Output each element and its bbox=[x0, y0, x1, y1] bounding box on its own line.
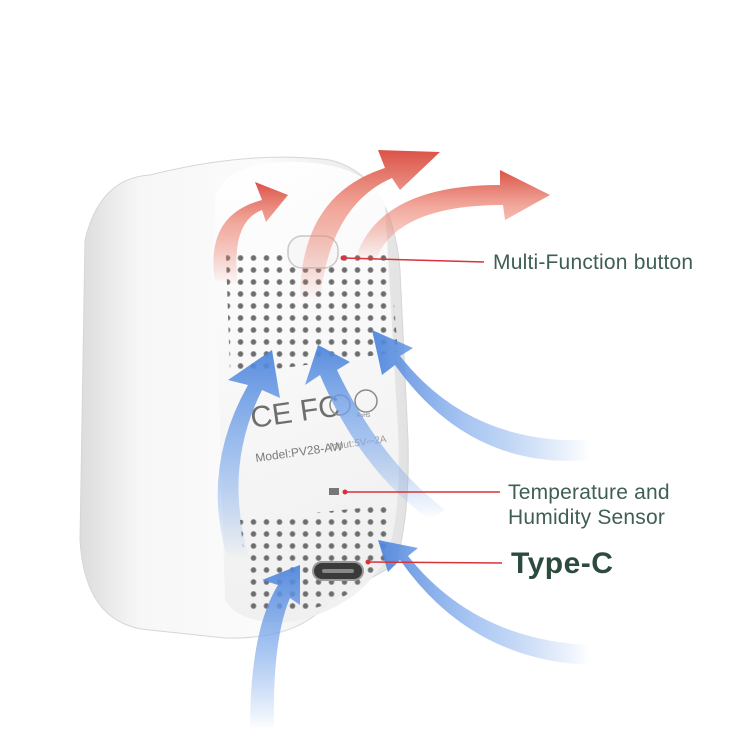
upper-vent-grille bbox=[226, 255, 398, 375]
temperature-humidity-label-line2: Humidity Sensor bbox=[508, 506, 666, 529]
callout-line-button bbox=[342, 257, 485, 263]
cool-arrow-left bbox=[217, 350, 280, 560]
cool-arrow-center bbox=[305, 345, 445, 520]
cool-airflow-arrows bbox=[217, 330, 590, 730]
warm-arrow-middle bbox=[300, 150, 440, 300]
type-c-port-tongue bbox=[322, 569, 354, 573]
callout-line-typec bbox=[367, 561, 503, 564]
multi-function-button-label: Multi-Function button bbox=[493, 251, 694, 274]
cool-arrow-right-upper bbox=[372, 330, 590, 461]
rohs-label: RoHS bbox=[357, 413, 371, 419]
warm-arrow-left bbox=[213, 182, 288, 285]
callout-lines bbox=[340, 255, 503, 565]
cool-arrow-bottom bbox=[250, 565, 300, 730]
cool-arrow-right-lower bbox=[378, 540, 590, 665]
sensor-slot bbox=[329, 488, 339, 495]
type-c-label: Type-C bbox=[511, 547, 614, 580]
rohs-mark-icon bbox=[354, 389, 378, 413]
warm-airflow-arrows bbox=[213, 150, 550, 300]
lower-vent-grille bbox=[240, 505, 392, 612]
warm-arrow-right bbox=[355, 170, 550, 262]
temperature-humidity-label-line1: Temperature and bbox=[508, 481, 670, 504]
